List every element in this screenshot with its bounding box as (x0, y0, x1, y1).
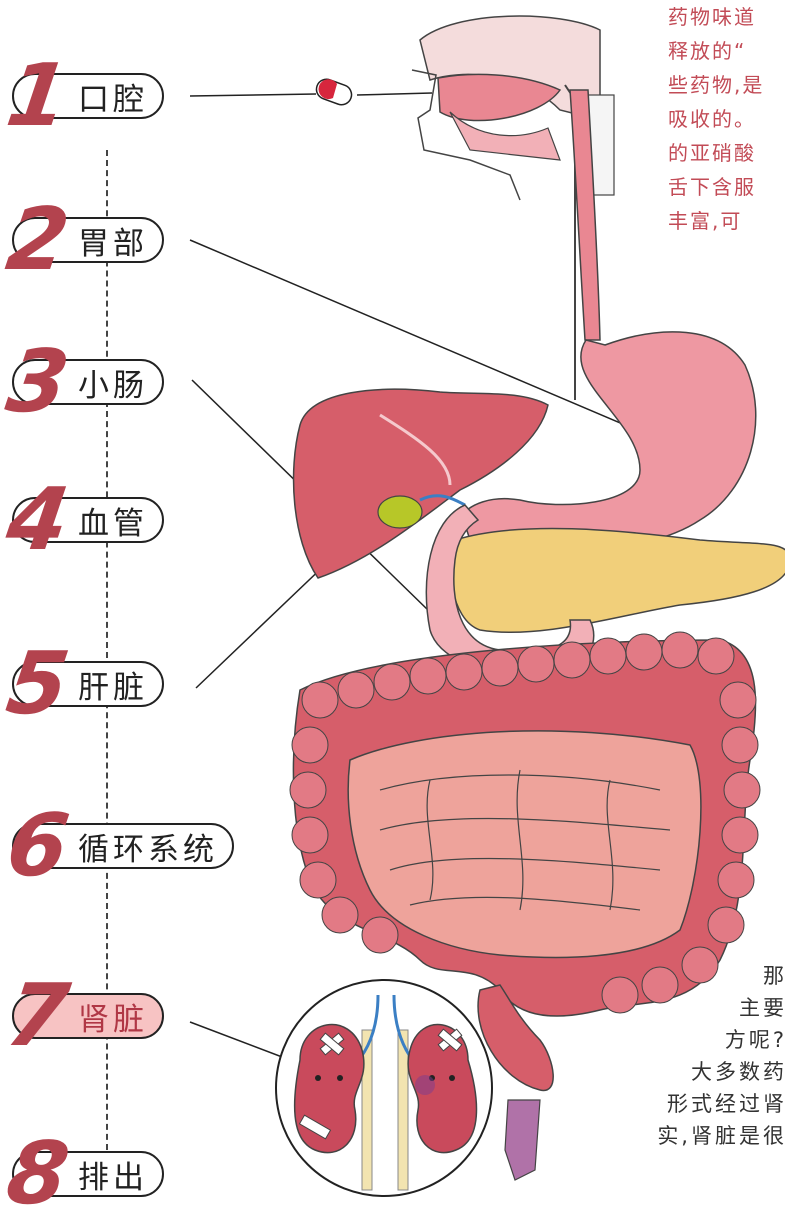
label-text: 循环系统 (78, 824, 218, 869)
paragraph-line: 主要 (739, 992, 785, 1024)
label-2-stomach: 2 胃部 (12, 214, 164, 266)
paragraph-line: 实,肾脏是很 (657, 1120, 785, 1152)
label-3-small-intestine: 3 小肠 (12, 356, 164, 408)
label-number: 3 (2, 339, 78, 425)
paragraph-line: 释放的“ (668, 34, 785, 68)
paragraph-line: 药物味道 (668, 0, 785, 34)
label-pill: 4 血管 (12, 497, 164, 543)
label-pill: 2 胃部 (12, 217, 164, 263)
label-number: 7 (2, 973, 78, 1059)
label-pill: 6 循环系统 (12, 823, 234, 869)
label-pill: 3 小肠 (12, 359, 164, 405)
label-number: 5 (2, 641, 78, 727)
kidney-inset (276, 980, 492, 1196)
paragraph-line: 形式经过肾 (667, 1088, 785, 1120)
bottom-paragraph: 那 主要 方呢? 大多数药 形式经过肾 实,肾脏是很 (657, 960, 785, 1152)
label-text: 小肠 (78, 360, 148, 405)
label-1-mouth: 1 口腔 (12, 70, 164, 122)
label-7-kidney: 7 肾脏 (12, 990, 164, 1042)
paragraph-line: 些药物,是 (668, 68, 785, 102)
pointer-kidney (190, 1022, 290, 1060)
gallbladder (378, 496, 422, 528)
label-text: 血管 (78, 498, 148, 543)
label-number: 4 (2, 477, 78, 563)
label-5-liver: 5 肝脏 (12, 658, 164, 710)
small-intestine (348, 731, 701, 958)
paragraph-line: 丰富,可 (668, 204, 785, 238)
pointer-liver (196, 560, 330, 688)
pointer-mouth (190, 94, 316, 96)
label-text: 排出 (78, 1152, 148, 1197)
label-text: 胃部 (78, 218, 148, 263)
label-pill: 5 肝脏 (12, 661, 164, 707)
top-paragraph: 药物味道 释放的“ 些药物,是 吸收的。 的亚硝酸 舌下含服 丰富,可 (668, 0, 785, 238)
label-4-blood-vessel: 4 血管 (12, 494, 164, 546)
paragraph-line: 吸收的。 (668, 102, 785, 136)
paragraph-line: 方呢? (725, 1024, 785, 1056)
pancreas (450, 528, 785, 632)
label-8-excretion: 8 排出 (12, 1148, 164, 1200)
paragraph-line: 大多数药 (691, 1056, 785, 1088)
label-text: 肾脏 (78, 994, 148, 1039)
label-pill-highlighted: 7 肾脏 (12, 993, 164, 1039)
label-number: 6 (2, 803, 78, 889)
label-number: 8 (2, 1131, 78, 1217)
label-text: 口腔 (78, 74, 148, 119)
anus (505, 1100, 540, 1180)
label-text: 肝脏 (78, 662, 148, 707)
pill-icon (314, 76, 355, 107)
paragraph-line: 的亚硝酸 (668, 136, 785, 170)
label-number: 2 (2, 197, 78, 283)
label-6-circulation: 6 循环系统 (12, 820, 234, 872)
label-pill: 1 口腔 (12, 73, 164, 119)
paragraph-line: 那 (763, 960, 785, 992)
label-pill: 8 排出 (12, 1151, 164, 1197)
paragraph-line: 舌下含服 (668, 170, 785, 204)
label-number: 1 (2, 53, 78, 139)
